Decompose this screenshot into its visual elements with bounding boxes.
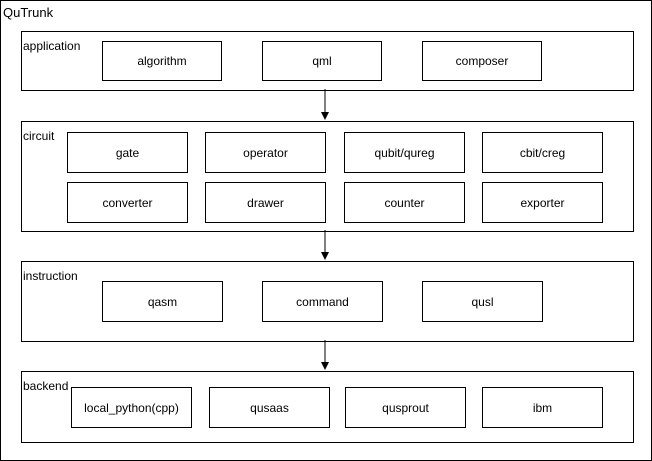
arrow-circuit-to-instruction: [321, 230, 329, 260]
box-qml: qml: [262, 41, 382, 81]
layer-backend: backend local_python(cpp) qusaas qusprou…: [21, 371, 634, 443]
box-converter: converter: [67, 182, 188, 223]
layer-circuit: circuit gate operator qubit/qureg cbit/c…: [21, 121, 634, 232]
box-cbit-creg: cbit/creg: [482, 132, 603, 173]
box-ibm: ibm: [482, 387, 603, 428]
box-operator: operator: [205, 132, 326, 173]
box-local-python-cpp: local_python(cpp): [71, 387, 192, 428]
layer-title-instruction: instruction: [23, 269, 78, 283]
box-qasm: qasm: [102, 281, 223, 322]
layer-title-circuit: circuit: [23, 129, 55, 143]
layer-application: application algorithm qml composer: [21, 31, 634, 91]
box-algorithm: algorithm: [102, 41, 222, 81]
box-qusprout: qusprout: [345, 387, 466, 428]
box-composer: composer: [422, 41, 542, 81]
box-qubit-qureg: qubit/qureg: [344, 132, 465, 173]
arrow-instruction-to-backend: [321, 340, 329, 370]
diagram-title: QuTrunk: [3, 5, 54, 20]
box-gate: gate: [67, 132, 188, 173]
arrow-application-to-circuit: [321, 89, 329, 120]
layer-title-backend: backend: [23, 379, 69, 393]
box-counter: counter: [344, 182, 465, 223]
layer-title-application: application: [23, 39, 81, 53]
box-qusl: qusl: [422, 281, 543, 322]
box-command: command: [262, 281, 383, 322]
layer-instruction: instruction qasm command qusl: [21, 261, 634, 342]
box-qusaas: qusaas: [209, 387, 330, 428]
box-drawer: drawer: [205, 182, 326, 223]
box-exporter: exporter: [482, 182, 603, 223]
